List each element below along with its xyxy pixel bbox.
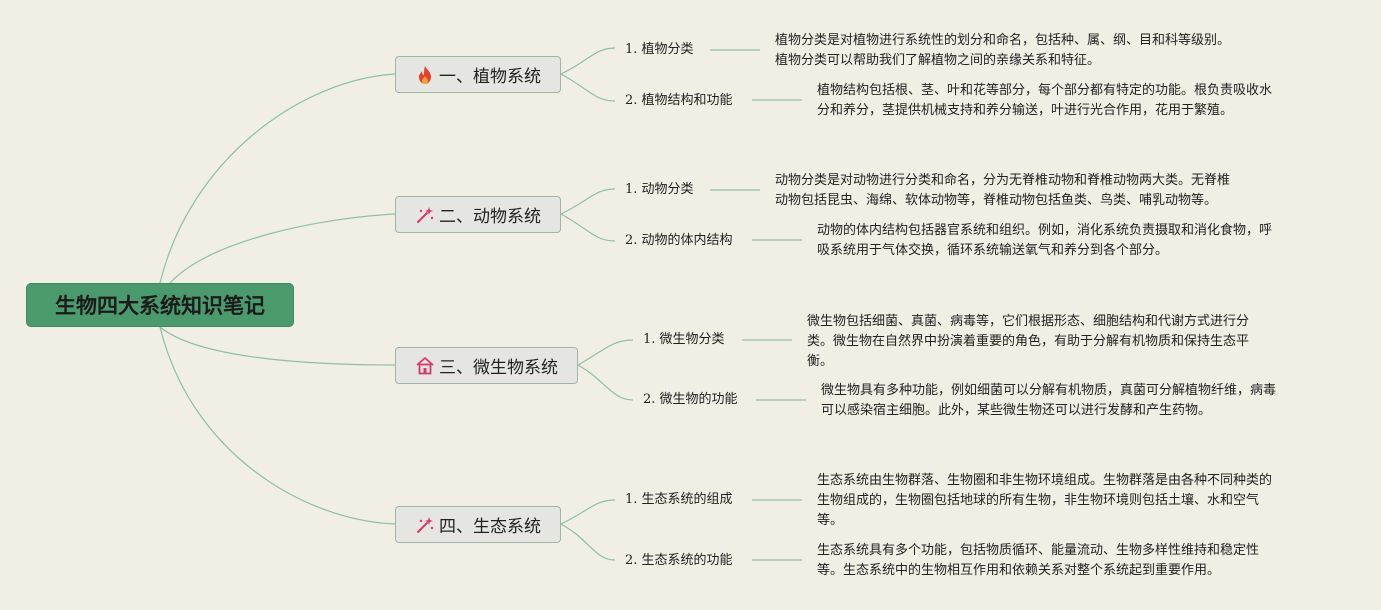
branch-node-animal[interactable]: 二、动物系统	[395, 196, 561, 233]
sub-node-animal-classification[interactable]: 1. 动物分类	[625, 182, 694, 197]
link-b3-c1	[577, 339, 634, 366]
desc-animal-classification: 动物分类是对动物进行分类和命名，分为无脊椎动物和脊椎动物两大类。无脊椎 动物包括…	[775, 173, 1231, 208]
sub-node-plant-classification[interactable]: 1. 植物分类	[625, 42, 694, 57]
sub-node-ecosystem-function[interactable]: 2. 生态系统的功能	[625, 553, 733, 568]
home-icon	[415, 356, 435, 376]
desc-ecosystem-function: 生态系统具有多个功能，包括物质循环、能量流动、生物多样性维持和稳定性 等。生态系…	[817, 543, 1260, 578]
link-root-branch-1	[159, 73, 396, 284]
root-node[interactable]: 生物四大系统知识笔记	[26, 283, 294, 327]
link-b1-c2	[560, 73, 616, 102]
desc-microbe-classification: 微生物包括细菌、真菌、病毒等，它们根据形态、细胞结构和代谢方式进行分 类。微生物…	[807, 314, 1250, 369]
branch-label: 一、植物系统	[439, 67, 541, 87]
link-root-branch-3	[159, 326, 396, 366]
magic-wand-icon	[415, 205, 435, 225]
branch-label: 三、微生物系统	[439, 358, 558, 378]
sub-node-microbe-function[interactable]: 2. 微生物的功能	[643, 392, 738, 407]
sub-node-microbe-classification[interactable]: 1. 微生物分类	[643, 332, 725, 347]
branch-node-microbe[interactable]: 三、微生物系统	[395, 347, 578, 384]
link-b2-c2	[560, 213, 616, 242]
branch-label: 四、生态系统	[439, 517, 541, 537]
link-root-branch-2	[169, 213, 396, 284]
magic-wand-icon	[415, 515, 435, 535]
branch-node-ecosystem[interactable]: 四、生态系统	[395, 506, 561, 543]
sub-node-ecosystem-composition[interactable]: 1. 生态系统的组成	[625, 492, 733, 507]
desc-microbe-function: 微生物具有多种功能，例如细菌可以分解有机物质，真菌可分解植物纤维，病毒 可以感染…	[821, 383, 1277, 418]
desc-plant-classification: 植物分类是对植物进行系统性的划分和命名，包括种、属、纲、目和科等级别。 植物分类…	[775, 33, 1231, 68]
fire-icon	[415, 65, 435, 85]
branch-label: 二、动物系统	[439, 207, 541, 227]
link-b4-c1	[560, 499, 616, 525]
desc-plant-structure: 植物结构包括根、茎、叶和花等部分，每个部分都有特定的功能。根负责吸收水 分和养分…	[817, 83, 1273, 118]
sub-node-animal-structure[interactable]: 2. 动物的体内结构	[625, 233, 733, 248]
link-b1-c1	[560, 47, 616, 75]
link-b4-c2	[560, 523, 616, 561]
desc-animal-structure: 动物的体内结构包括器官系统和组织。例如，消化系统负责摄取和消化食物，呼 吸系统用…	[817, 223, 1273, 258]
link-root-branch-4	[159, 326, 396, 525]
link-b3-c2	[577, 364, 634, 401]
sub-node-plant-structure[interactable]: 2. 植物结构和功能	[625, 93, 733, 108]
branch-node-plant[interactable]: 一、植物系统	[395, 56, 561, 93]
link-b2-c1	[560, 188, 616, 215]
desc-ecosystem-composition: 生态系统由生物群落、生物圈和非生物环境组成。生物群落是由各种不同种类的 生物组成…	[817, 473, 1273, 528]
root-title: 生物四大系统知识笔记	[55, 294, 265, 318]
